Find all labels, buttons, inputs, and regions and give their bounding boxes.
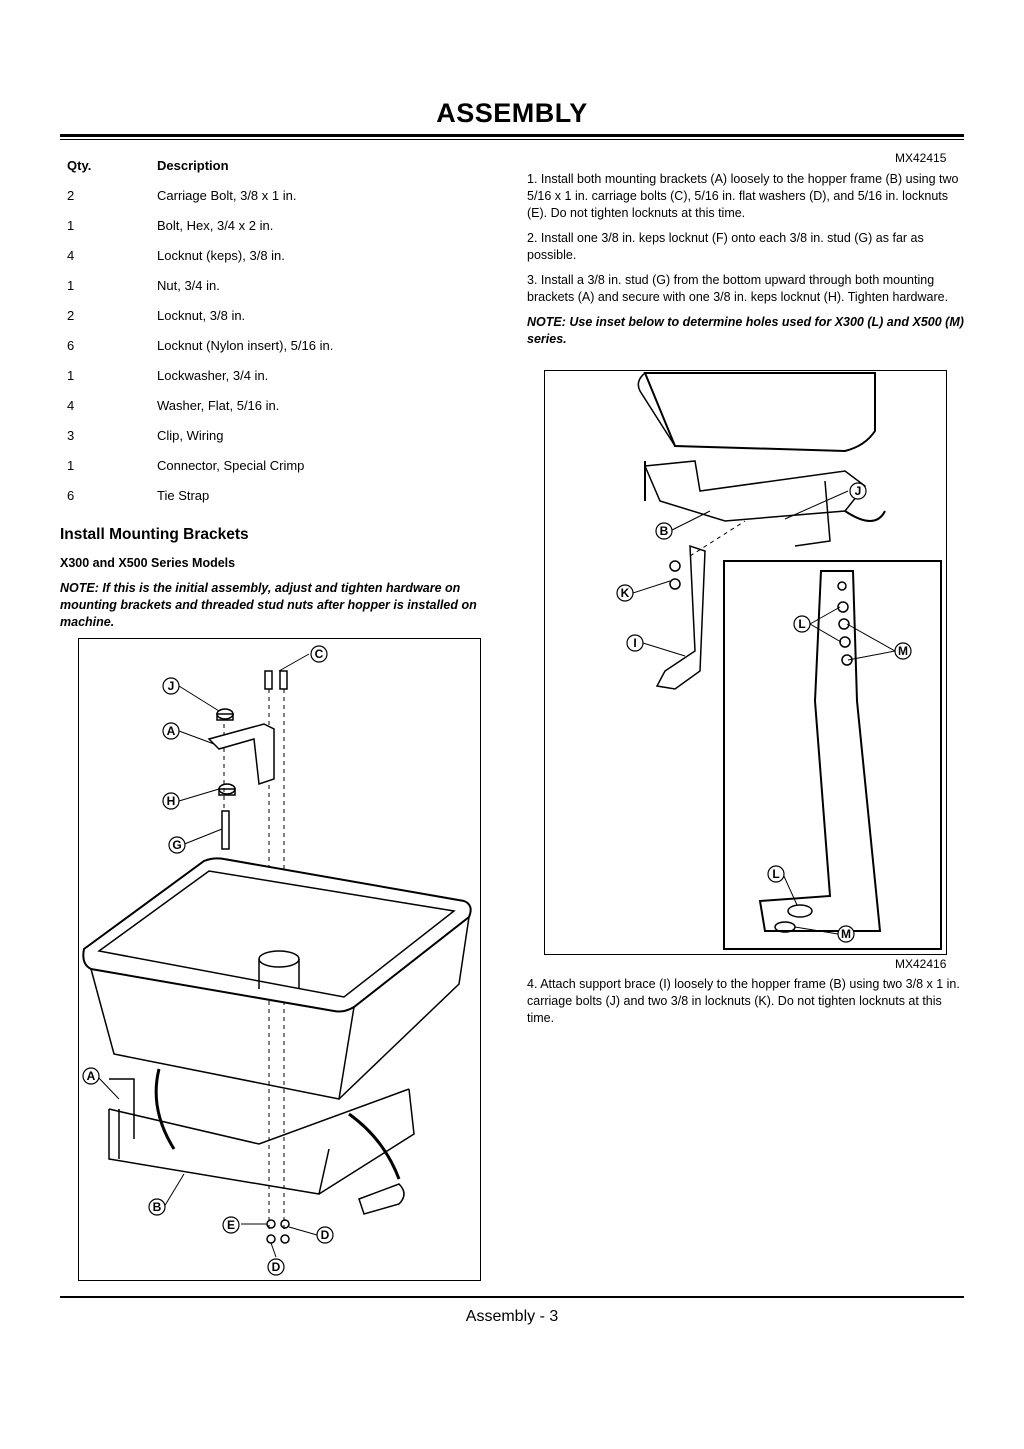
description-cell: Bolt, Hex, 3/4 x 2 in. <box>157 218 274 233</box>
hopper-bracket-drawing: C J A H G A B E D D <box>82 645 472 1276</box>
callout-label: B <box>660 524 669 538</box>
footer-rule <box>60 1296 964 1298</box>
parts-table: Qty. Description 2 Carriage Bolt, 3/8 x 1… <box>67 158 487 518</box>
callout-label: L <box>772 867 779 881</box>
callout-label: A <box>87 1069 96 1083</box>
callout-label: A <box>167 724 176 738</box>
step-4: 4. Attach support brace (I) loosely to t… <box>527 977 960 1025</box>
table-row: 6 Locknut (Nylon insert), 5/16 in. <box>67 338 487 368</box>
description-header: Description <box>157 158 229 173</box>
section-subheading: X300 and X500 Series Models <box>60 556 236 570</box>
page-footer: Assembly - 3 <box>465 1308 559 1325</box>
callout-label: I <box>633 636 636 650</box>
description-cell: Connector, Special Crimp <box>157 458 305 473</box>
description-cell: Clip, Wiring <box>157 428 224 443</box>
callout-label: K <box>621 586 630 600</box>
description-cell: Locknut, 3/8 in. <box>157 308 246 323</box>
table-row: 1 Nut, 3/4 in. <box>67 278 487 308</box>
qty-header: Qty. <box>67 158 92 173</box>
callout-label: D <box>321 1228 330 1242</box>
callout-label: C <box>315 647 324 661</box>
step-2: 2. Install one 3/8 in. keps locknut (F) … <box>527 231 924 262</box>
table-row: 4 Washer, Flat, 5/16 in. <box>67 398 487 428</box>
qty-cell: 6 <box>67 338 75 353</box>
callout-label: M <box>841 927 851 941</box>
description-cell: Nut, 3/4 in. <box>157 278 220 293</box>
inset-note: NOTE: Use inset below to determine holes… <box>527 315 964 346</box>
page-title: ASSEMBLY <box>436 98 588 128</box>
callout-label: L <box>798 617 805 631</box>
qty-cell: 2 <box>67 188 75 203</box>
callout-label: E <box>227 1218 235 1232</box>
table-row: 2 Locknut, 3/8 in. <box>67 308 487 338</box>
callout-label: H <box>167 794 176 808</box>
description-cell: Tie Strap <box>157 488 210 503</box>
callout-label: D <box>272 1260 281 1274</box>
qty-cell: 4 <box>67 398 75 413</box>
description-cell: Locknut (Nylon insert), 5/16 in. <box>157 338 334 353</box>
parts-table-header: Qty. Description <box>67 158 487 188</box>
table-row: 1 Connector, Special Crimp <box>67 458 487 488</box>
assembly-note: NOTE: If this is the initial assembly, a… <box>60 581 477 629</box>
qty-cell: 4 <box>67 248 75 263</box>
qty-cell: 6 <box>67 488 75 503</box>
qty-cell: 2 <box>67 308 75 323</box>
title-rule-thick <box>60 134 964 137</box>
section-heading: Install Mounting Brackets <box>60 526 249 543</box>
qty-cell: 3 <box>67 428 75 443</box>
qty-cell: 1 <box>67 218 75 233</box>
callout-label: M <box>898 644 908 658</box>
table-row: 1 Lockwasher, 3/4 in. <box>67 368 487 398</box>
instruction-step-4: 4. Attach support brace (I) loosely to t… <box>527 976 964 1035</box>
table-row: 2 Carriage Bolt, 3/8 x 1 in. <box>67 188 487 218</box>
figure-id: MX42415 <box>895 151 947 165</box>
callout-label: G <box>172 838 181 852</box>
figure-id: MX42416 <box>895 957 947 971</box>
description-cell: Locknut (keps), 3/8 in. <box>157 248 285 263</box>
support-brace-drawing: J B K I L M L M <box>616 372 942 950</box>
support-brace-figure: J B K I L M L M <box>544 370 947 955</box>
title-rule-thin <box>60 139 964 140</box>
step-1: 1. Install both mounting brackets (A) lo… <box>527 172 959 220</box>
description-cell: Lockwasher, 3/4 in. <box>157 368 269 383</box>
table-row: 4 Locknut (keps), 3/8 in. <box>67 248 487 278</box>
callout-label: J <box>855 484 862 498</box>
table-row: 6 Tie Strap <box>67 488 487 518</box>
description-cell: Washer, Flat, 5/16 in. <box>157 398 280 413</box>
callout-label: J <box>168 679 175 693</box>
callout-label: B <box>153 1200 162 1214</box>
table-row: 1 Bolt, Hex, 3/4 x 2 in. <box>67 218 487 248</box>
step-3: 3. Install a 3/8 in. stud (G) from the b… <box>527 273 949 304</box>
table-row: 3 Clip, Wiring <box>67 428 487 458</box>
instruction-steps: 1. Install both mounting brackets (A) lo… <box>527 171 964 356</box>
hopper-bracket-figure: C J A H G A B E D D <box>78 638 481 1281</box>
qty-cell: 1 <box>67 458 75 473</box>
qty-cell: 1 <box>67 368 75 383</box>
description-cell: Carriage Bolt, 3/8 x 1 in. <box>157 188 297 203</box>
qty-cell: 1 <box>67 278 75 293</box>
